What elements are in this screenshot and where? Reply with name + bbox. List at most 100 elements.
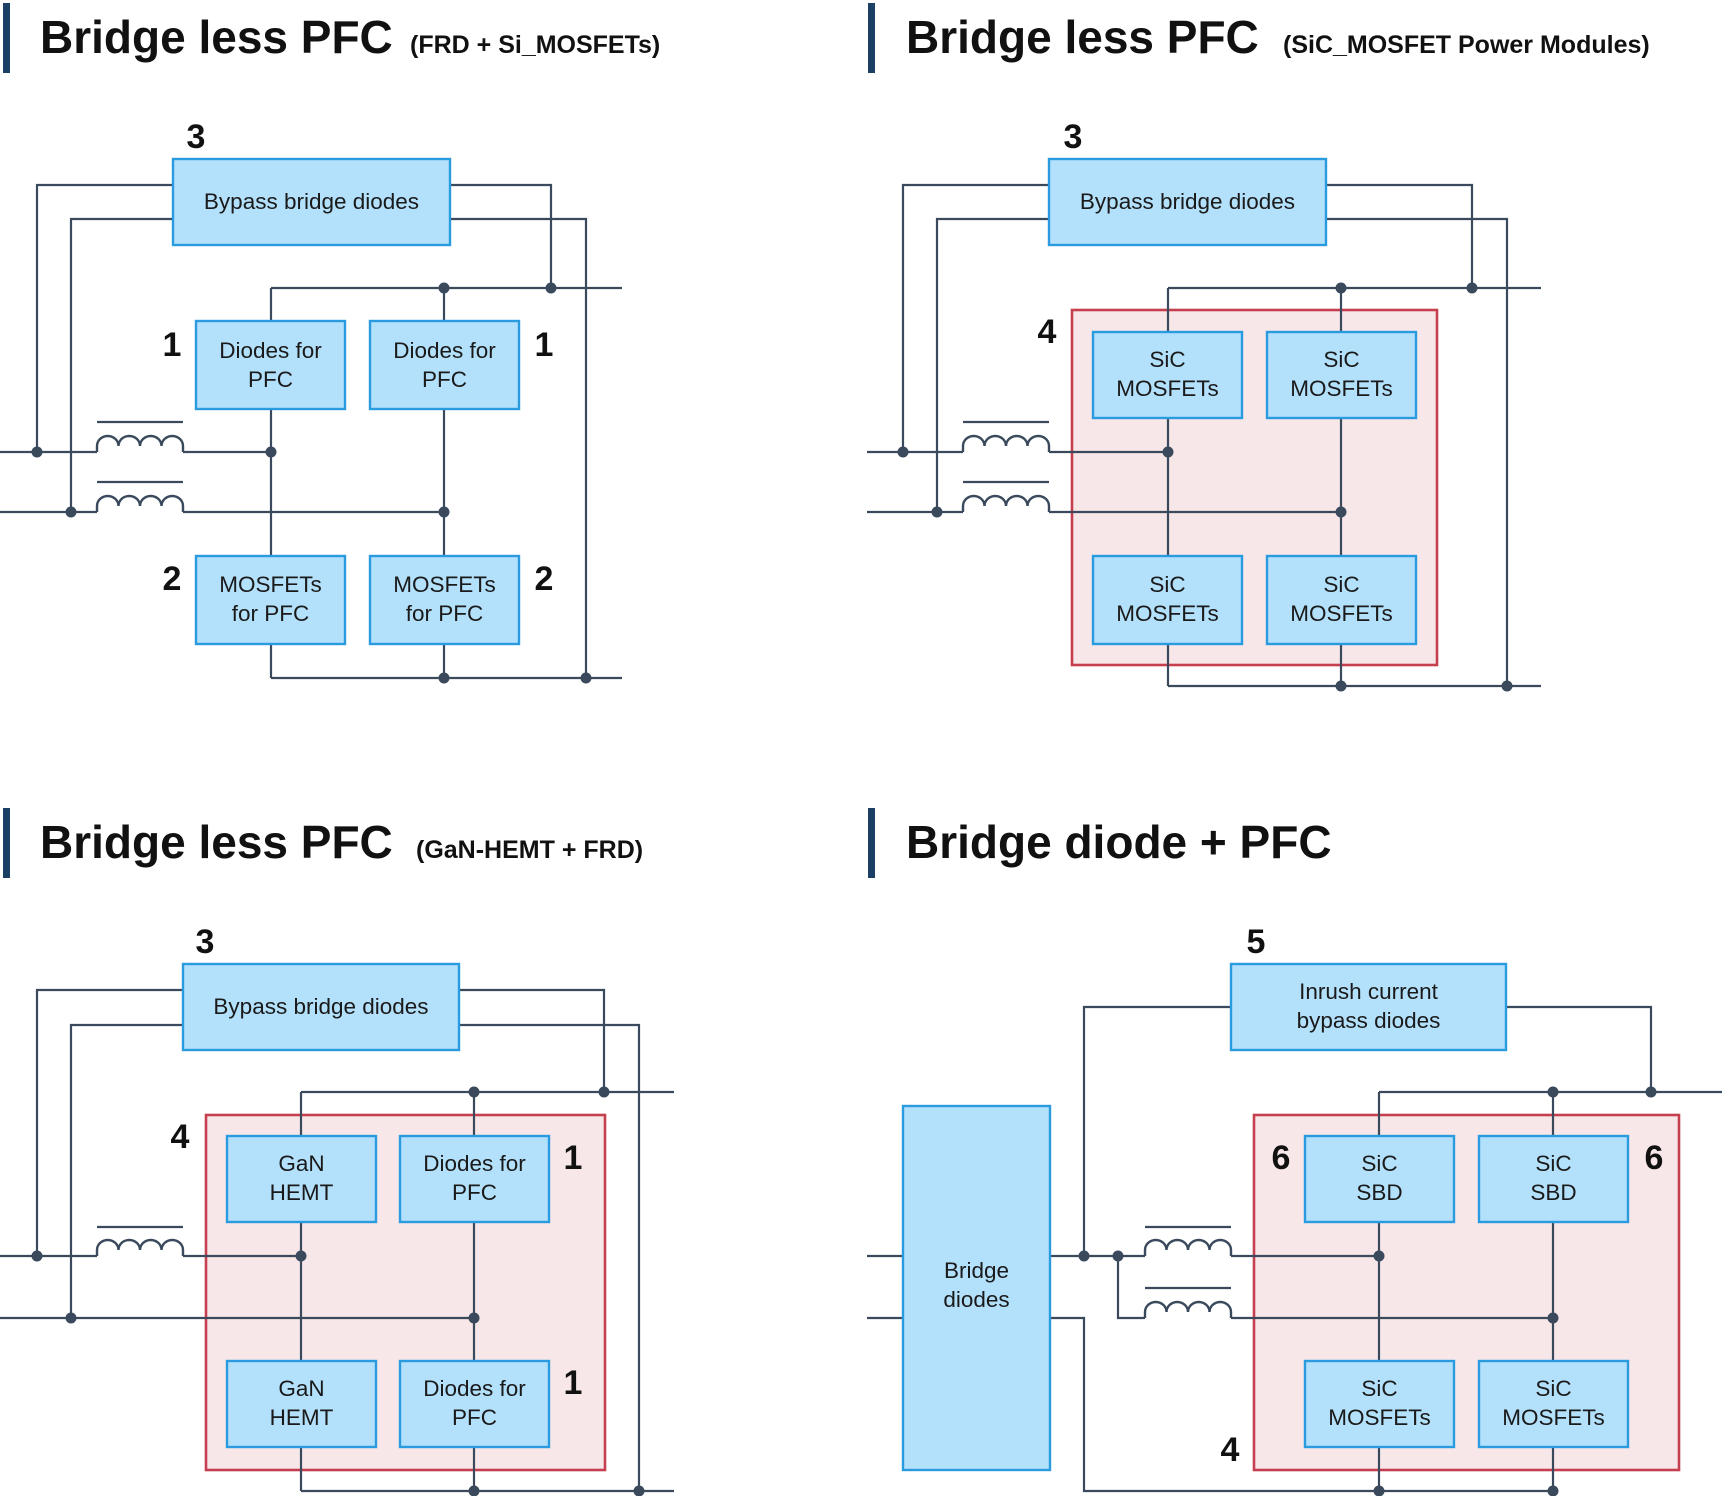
block-label-line1: GaN <box>278 1376 324 1401</box>
block-label-line1: SiC <box>1149 347 1185 372</box>
block-label-line2: MOSFETs <box>1116 601 1219 626</box>
inductor <box>1143 1225 1233 1256</box>
block-label-line2: PFC <box>452 1405 497 1430</box>
junctions <box>897 282 1513 692</box>
title-bar <box>868 808 875 878</box>
block-label-line2: MOSFETs <box>1290 376 1393 401</box>
inductor <box>1143 1286 1233 1318</box>
title-bar <box>868 3 875 73</box>
block-label-line2: MOSFETs <box>1502 1405 1605 1430</box>
block-label-line2: for PFC <box>406 601 484 626</box>
bypass-bridge-diodes-block: Bypass bridge diodes <box>171 157 452 247</box>
callout-number: 2 <box>163 560 182 598</box>
diodes-for-pfc-top: Diodes for PFC <box>398 1134 551 1224</box>
inductor <box>95 420 185 452</box>
block-label: Bypass bridge diodes <box>1080 189 1295 214</box>
sic-mosfets-top-left: SiC MOSFETs <box>1091 330 1244 420</box>
callout-number: 2 <box>535 560 554 598</box>
block-label-line1: GaN <box>278 1151 324 1176</box>
panel-2: Bridge less PFC (SiC_MOSFET Power Module… <box>867 3 1650 692</box>
callout-number: 3 <box>196 923 215 961</box>
sic-mosfets-bottom-right: SiC MOSFETs <box>1265 554 1418 646</box>
block-label-line1: MOSFETs <box>393 572 496 597</box>
block-label-line1: SiC <box>1535 1376 1571 1401</box>
diodes-for-pfc-left: Diodes for PFC <box>194 319 347 411</box>
block-label-line2: MOSFETs <box>1116 376 1219 401</box>
callout-number: 5 <box>1247 923 1266 961</box>
callout-number: 1 <box>564 1364 583 1402</box>
junctions <box>1078 1086 1657 1496</box>
block-label-line1: Diodes for <box>423 1376 526 1401</box>
panel-title: Bridge diode + PFC <box>906 816 1332 868</box>
panel-subtitle: (GaN-HEMT + FRD) <box>416 836 643 864</box>
panel-title: Bridge less PFC <box>40 816 393 868</box>
block-label-line1: SiC <box>1323 572 1359 597</box>
inrush-current-bypass-diodes-block: Inrush current bypass diodes <box>1229 962 1508 1052</box>
junctions <box>31 1086 645 1496</box>
sic-mosfets-right: SiC MOSFETs <box>1477 1359 1630 1449</box>
callout-number: 4 <box>171 1118 190 1156</box>
block-label-line2: PFC <box>452 1180 497 1205</box>
diodes-for-pfc-bottom: Diodes for PFC <box>398 1359 551 1449</box>
callout-number: 6 <box>1272 1139 1291 1177</box>
block-label-line2: MOSFETs <box>1290 601 1393 626</box>
block-label-line1: MOSFETs <box>219 572 322 597</box>
panel-title: Bridge less PFC <box>40 11 393 63</box>
mosfets-for-pfc-right: MOSFETs for PFC <box>368 554 521 646</box>
block-label-line1: Diodes for <box>219 338 322 363</box>
title-bar <box>3 3 10 73</box>
sic-mosfets-bottom-left: SiC MOSFETs <box>1091 554 1244 646</box>
inductor <box>95 480 185 512</box>
callout-number: 4 <box>1221 1431 1240 1469</box>
callout-number: 1 <box>535 326 554 364</box>
block-label-line2: PFC <box>248 367 293 392</box>
block-label-line1: SiC <box>1535 1151 1571 1176</box>
bridge-diodes-block: Bridge diodes <box>901 1104 1052 1472</box>
panel-subtitle: (SiC_MOSFET Power Modules) <box>1283 31 1650 59</box>
block-label-line1: Bridge <box>944 1258 1009 1283</box>
callout-number: 4 <box>1038 313 1057 351</box>
block-label-line2: PFC <box>422 367 467 392</box>
block-label-line2: diodes <box>943 1287 1009 1312</box>
inductor <box>961 420 1051 452</box>
inductor <box>95 1225 185 1256</box>
panel-3: Bridge less PFC (GaN-HEMT + FRD) <box>0 808 674 1496</box>
callout-number: 3 <box>187 118 206 156</box>
bypass-bridge-diodes-block: Bypass bridge diodes <box>1047 157 1328 247</box>
sic-mosfets-left: SiC MOSFETs <box>1303 1359 1456 1449</box>
block-label-line2: MOSFETs <box>1328 1405 1431 1430</box>
block-label-line2: HEMT <box>270 1180 334 1205</box>
mosfets-for-pfc-left: MOSFETs for PFC <box>194 554 347 646</box>
junctions <box>31 282 592 684</box>
block-label-line2: bypass diodes <box>1297 1008 1441 1033</box>
block-label-line1: SiC <box>1361 1151 1397 1176</box>
block-label-line1: Inrush current <box>1299 979 1439 1004</box>
sic-mosfets-top-right: SiC MOSFETs <box>1265 330 1418 420</box>
gan-hemt-bottom: GaN HEMT <box>225 1359 378 1449</box>
block-label-line1: Diodes for <box>423 1151 526 1176</box>
title-bar <box>3 808 10 878</box>
gan-hemt-top: GaN HEMT <box>225 1134 378 1224</box>
panel-title: Bridge less PFC <box>906 11 1259 63</box>
block-label-line1: SiC <box>1323 347 1359 372</box>
block-label-line1: SiC <box>1361 1376 1397 1401</box>
callout-number: 6 <box>1645 1139 1664 1177</box>
block-label-line1: Diodes for <box>393 338 496 363</box>
panel-1: Bridge less PFC (FRD + Si_MOSFETs) <box>0 3 660 684</box>
block-label-line2: SBD <box>1530 1180 1576 1205</box>
panel-4: Bridge diode + PFC <box>867 808 1722 1496</box>
diodes-for-pfc-right: Diodes for PFC <box>368 319 521 411</box>
sic-sbd-right: SiC SBD <box>1477 1134 1630 1224</box>
block-label-line2: SBD <box>1356 1180 1402 1205</box>
block-label-line1: SiC <box>1149 572 1185 597</box>
inductor <box>961 480 1051 512</box>
bypass-bridge-diodes-block: Bypass bridge diodes <box>181 962 461 1052</box>
callout-number: 1 <box>564 1139 583 1177</box>
block-label: Bypass bridge diodes <box>204 189 419 214</box>
block-label: Bypass bridge diodes <box>213 994 428 1019</box>
panel-subtitle: (FRD + Si_MOSFETs) <box>410 31 660 59</box>
block-label-line2: for PFC <box>232 601 310 626</box>
sic-sbd-left: SiC SBD <box>1303 1134 1456 1224</box>
callout-number: 1 <box>163 326 182 364</box>
